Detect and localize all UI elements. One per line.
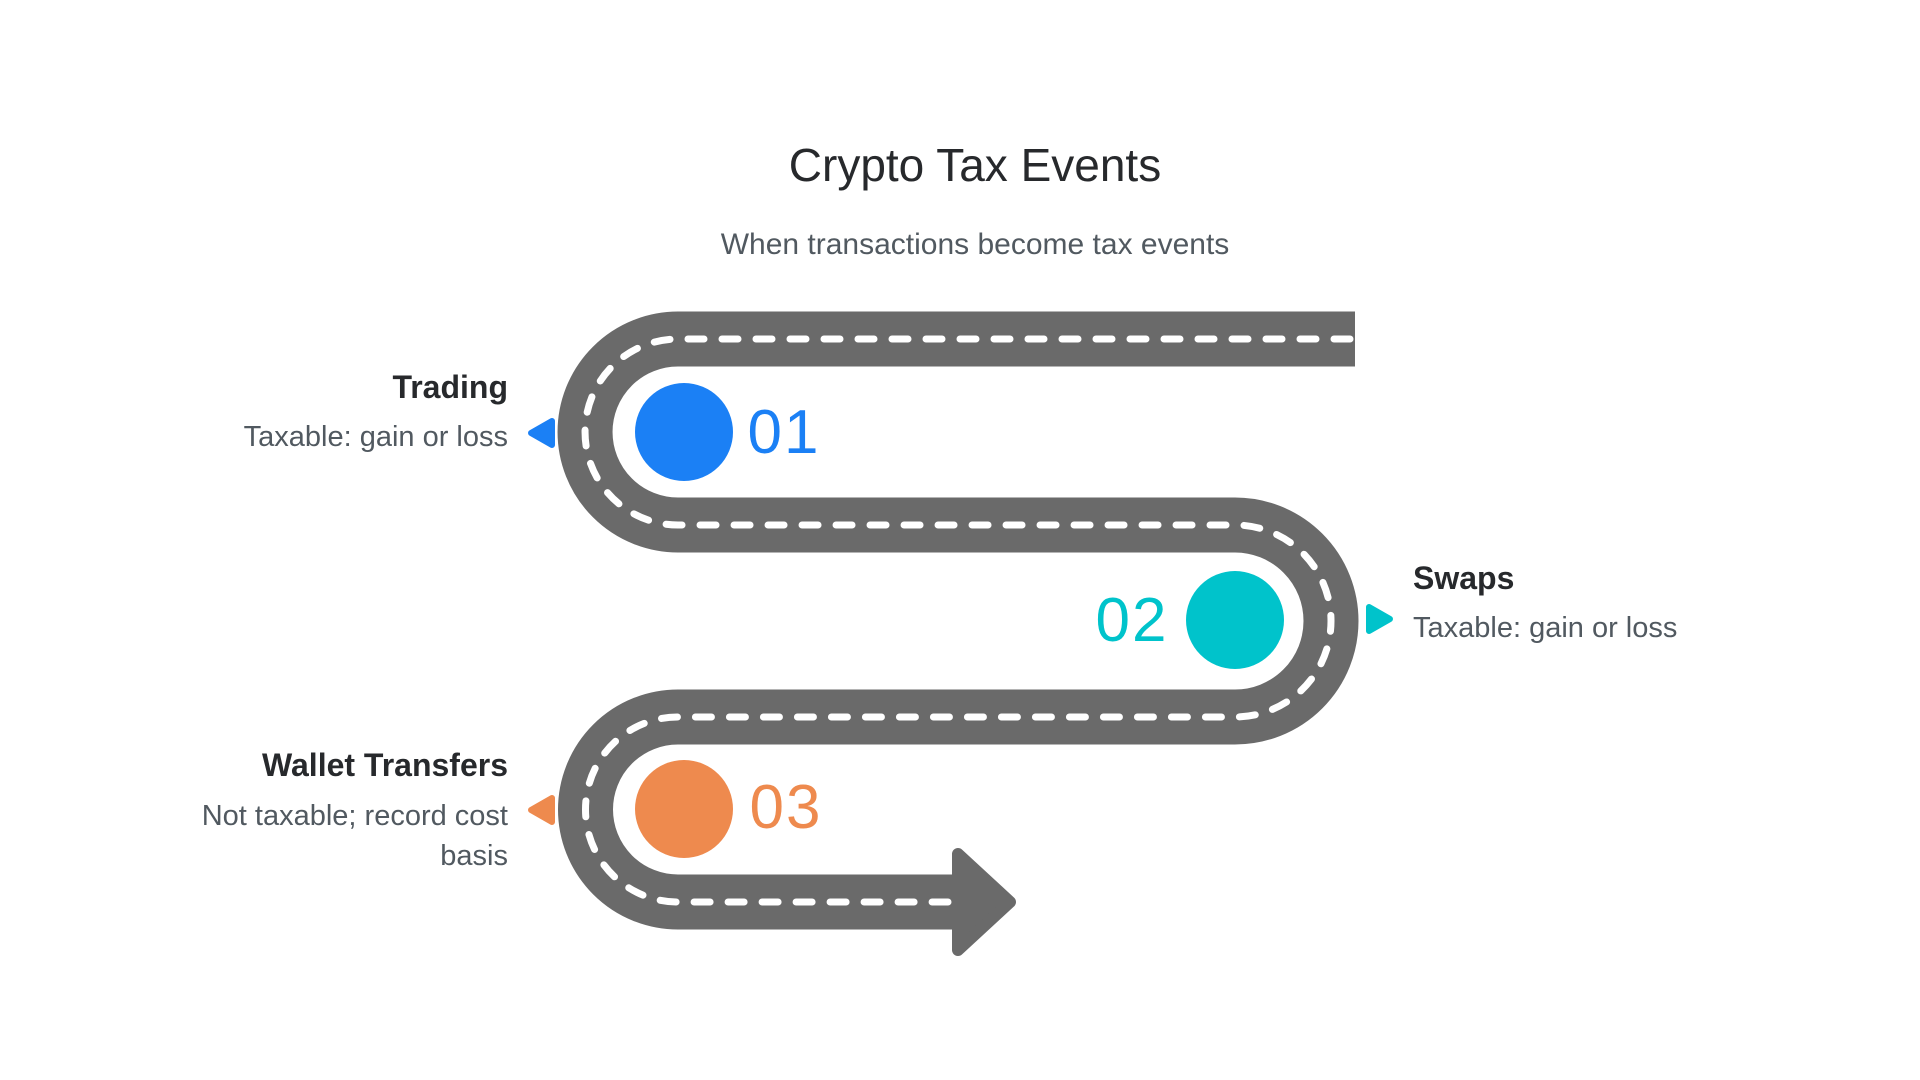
milestone-dot-wallet bbox=[635, 760, 733, 858]
milestone-label-swaps: Swaps Taxable: gain or loss bbox=[1413, 559, 1677, 645]
page-subtitle: When transactions become tax events bbox=[720, 228, 1230, 261]
milestone-description-swaps: Taxable: gain or loss bbox=[1413, 612, 1678, 644]
milestone-description-wallet: Not taxable; record cost basis bbox=[201, 800, 508, 872]
pointer-wallet-icon bbox=[528, 795, 555, 825]
milestone-title-wallet: Wallet Transfers bbox=[261, 747, 508, 783]
pointer-trading-icon bbox=[528, 418, 555, 448]
milestone-description-trading: Taxable: gain or loss bbox=[243, 421, 508, 453]
milestone-dot-swaps bbox=[1186, 571, 1284, 669]
page-title: Crypto Tax Events bbox=[788, 139, 1162, 191]
milestone-number-swaps: 02 bbox=[1095, 586, 1169, 655]
road-centerline bbox=[581, 335, 1354, 906]
milestone-label-trading: Trading Taxable: gain or loss bbox=[244, 368, 508, 454]
milestone-number-wallet: 03 bbox=[749, 773, 823, 842]
milestone-dot-trading bbox=[635, 383, 733, 481]
milestone-label-wallet: Wallet Transfers Not taxable; record cos… bbox=[168, 746, 508, 876]
road-arrowhead-icon bbox=[952, 848, 1016, 956]
milestone-title-swaps: Swaps bbox=[1413, 560, 1515, 596]
milestone-number-trading: 01 bbox=[747, 398, 821, 467]
pointer-swaps-icon bbox=[1366, 604, 1393, 634]
milestone-title-trading: Trading bbox=[392, 369, 508, 405]
